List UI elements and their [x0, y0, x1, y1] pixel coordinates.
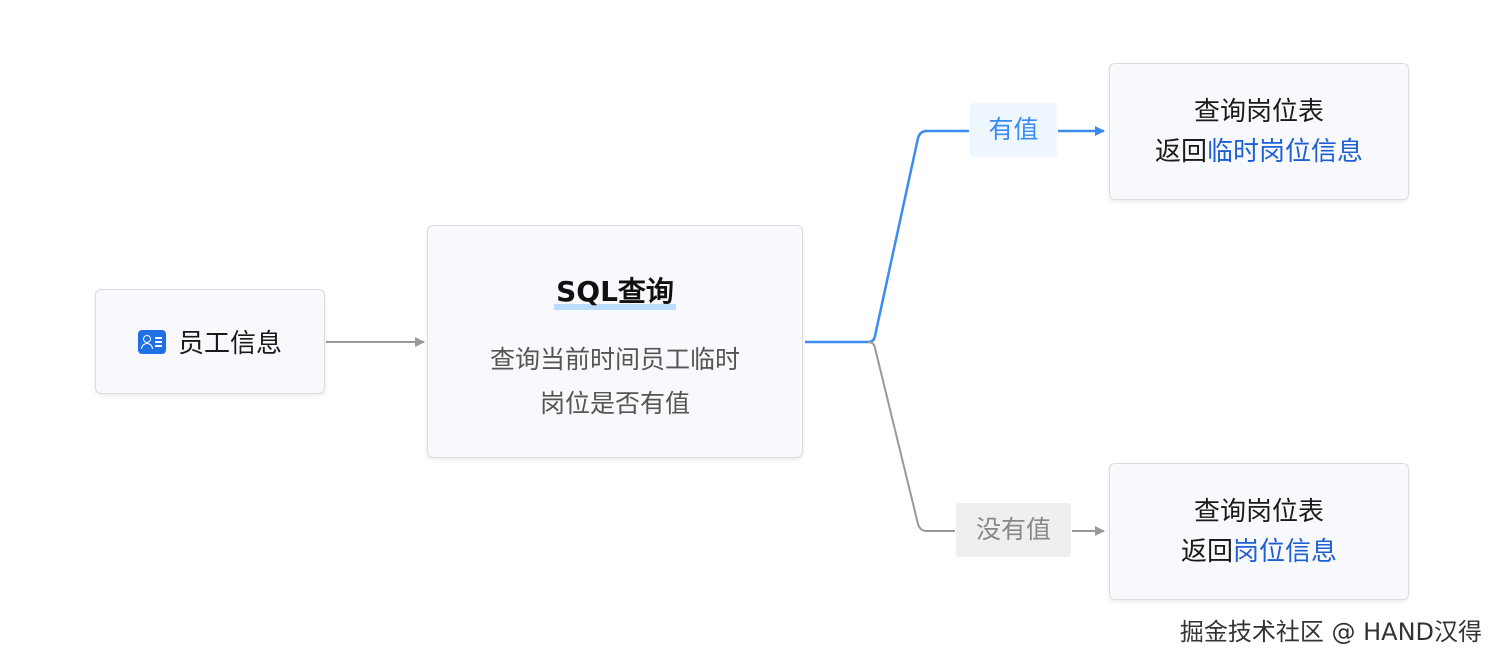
node-sql-query[interactable]: SQL查询 查询当前时间员工临时 岗位是否有值: [427, 225, 803, 458]
normal-post-highlight: 岗位信息: [1233, 536, 1338, 567]
node-normal-post-result[interactable]: 查询岗位表 返回岗位信息: [1109, 463, 1409, 600]
temp-post-highlight: 临时岗位信息: [1207, 136, 1364, 167]
watermark: 掘金技术社区 @ HAND汉得: [1179, 618, 1482, 646]
sql-query-description: 查询当前时间员工临时 岗位是否有值: [428, 338, 802, 426]
edge-label-no-value: 没有值: [956, 503, 1071, 557]
sql-desc-line-2: 岗位是否有值: [539, 389, 690, 418]
edge-sql-to-has-value: [805, 129, 969, 344]
normal-post-line-2: 返回岗位信息: [1181, 532, 1337, 572]
sql-query-title: SQL查询: [554, 270, 676, 310]
node-employee-info[interactable]: 员工信息: [95, 289, 325, 394]
normal-post-prefix: 返回: [1180, 536, 1233, 567]
edge-sql-to-no-value: [867, 341, 955, 532]
employee-info-label: 员工信息: [177, 329, 282, 359]
temp-post-prefix: 返回: [1154, 136, 1207, 167]
normal-post-line-1: 查询岗位表: [1193, 496, 1324, 527]
sql-desc-line-1: 查询当前时间员工临时: [489, 345, 740, 374]
temp-post-line-2: 返回临时岗位信息: [1155, 132, 1363, 172]
edge-label-has-value: 有值: [970, 103, 1057, 157]
temp-post-line-1: 查询岗位表: [1193, 96, 1324, 127]
node-temp-post-result[interactable]: 查询岗位表 返回临时岗位信息: [1109, 63, 1409, 200]
id-card-icon: [137, 329, 166, 354]
